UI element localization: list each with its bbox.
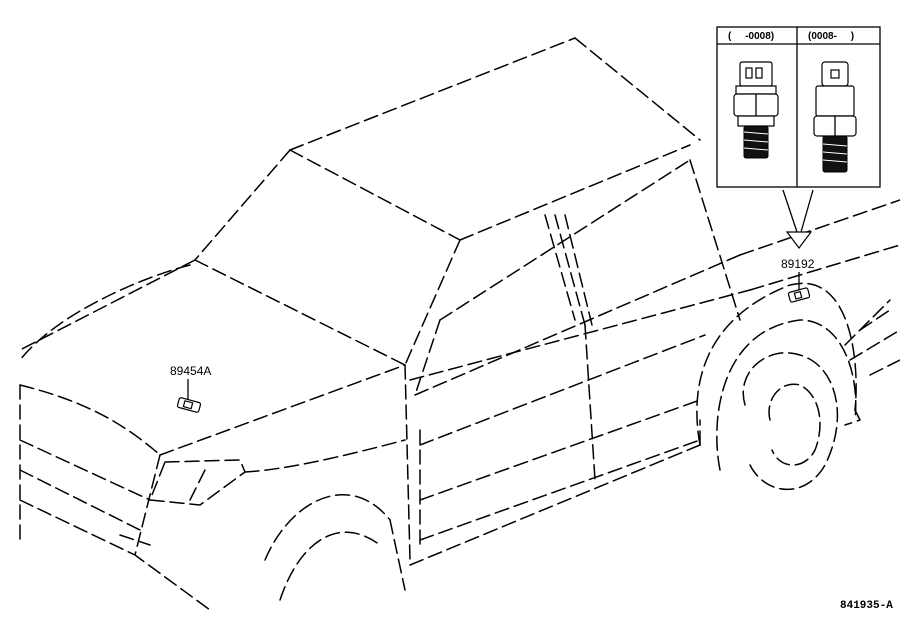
inset-right-header: (0008- ): [808, 31, 854, 42]
inset-box: ( -0008) (0008- ): [716, 26, 881, 188]
sensor-variant-new-icon: [813, 61, 857, 173]
inset-left-header: ( -0008): [728, 31, 774, 42]
sensor-icon-89192: [787, 287, 811, 303]
vehicle-outline: [19, 37, 900, 611]
drawing-code: 841935-A: [840, 600, 893, 612]
sensor-icon-89454a: [176, 397, 202, 413]
sensor-variant-old-icon: [733, 61, 779, 159]
part-number-89192-label: 89192: [781, 257, 815, 271]
inset-frame: [716, 26, 881, 188]
part-number-89454a-label: 89454A: [170, 364, 211, 378]
part-89454a: 89454A: [170, 364, 211, 413]
inset-arrow-icon: [782, 189, 814, 249]
part-89192: 89192: [781, 257, 815, 303]
